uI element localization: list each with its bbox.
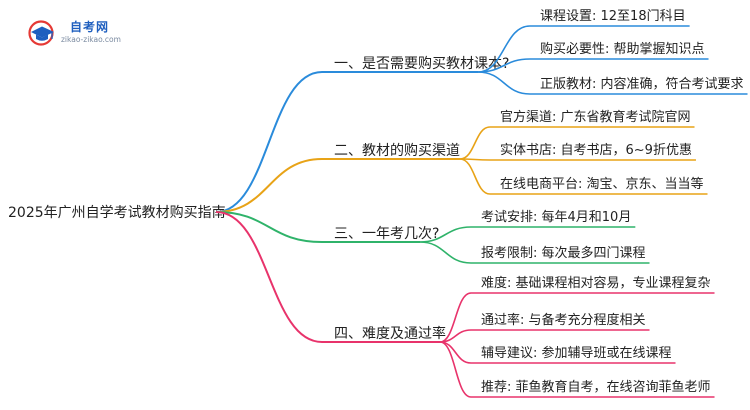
leaf-connector [477,25,531,73]
leaf-connector [439,292,472,343]
branch-label: 二、教材的购买渠道 [334,143,460,159]
branch-label: 一、是否需要购买教材课本? [334,56,509,72]
leaf-connector [477,71,531,95]
leaf-label: 在线电商平台: 淘宝、京东、当当等 [500,176,704,192]
leaf-connector [419,226,472,243]
logo: 自考网 zikao-zikao.com [28,18,128,48]
leaf-connector [439,341,472,364]
leaf-label: 考试安排: 每年4月和10月 [481,209,631,225]
leaf-connector [477,58,531,73]
leaf-label: 课程设置: 12至18门科目 [540,9,686,24]
branch-connector [215,71,323,213]
leaf-label: 报考限制: 每次最多四门课程 [481,245,646,261]
leaf-label: 实体书店: 自考书店，6~9折优惠 [500,143,692,158]
branch-label: 四、难度及通过率 [334,325,446,342]
leaf-label: 官方渠道: 广东省教育考试院官网 [500,109,691,125]
leaf-label: 推荐: 菲鱼教育自考，在线咨询菲鱼老师 [481,379,711,395]
branch-label: 三、一年考几次? [334,226,439,242]
leaf-label: 辅导建议: 参加辅导班或在线课程 [481,345,672,361]
branch-connector [215,158,323,213]
leaf-connector [439,341,472,398]
logo-name: 自考网 [70,20,110,34]
branch-connector [215,211,323,343]
leaf-label: 正版教材: 内容准确，符合考试要求 [540,76,744,92]
leaf-label: 通过率: 与备考充分程度相关 [481,312,646,328]
leaf-connector [419,241,472,264]
leaf-label: 难度: 基础课程相对容易，专业课程复杂 [481,275,711,291]
leaf-connector [459,126,491,160]
leaf-connector [459,158,491,195]
root-label: 2025年广州自学考试教材购买指南 [8,205,226,221]
leaf-label: 购买必要性: 帮助掌握知识点 [540,41,705,57]
graduation-cap-icon [28,20,54,46]
logo-url: zikao-zikao.com [61,35,121,44]
branch-connector [215,211,323,243]
